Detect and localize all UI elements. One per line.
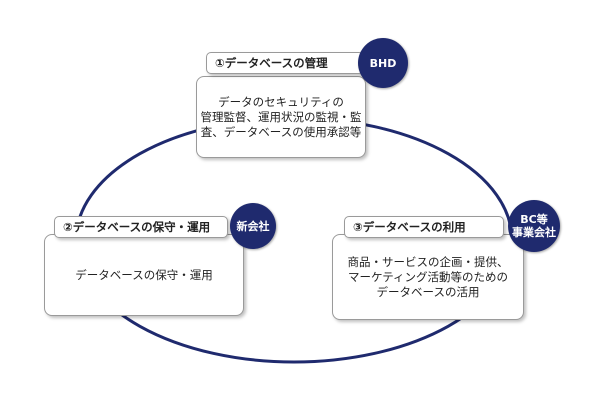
card-db-utilization-line-1: 商品・サービスの企画・提供、 — [347, 254, 509, 269]
card-db-utilization-title: ③データベースの利用 — [344, 216, 504, 238]
badge-bhd-label: BHD — [369, 56, 397, 70]
card-db-maintenance-title: ②データベースの保守・運用 — [54, 216, 228, 238]
badge-new-company-label: 新会社 — [236, 219, 270, 233]
badge-bc-line-2: 事業会社 — [512, 226, 556, 239]
card-db-utilization-line-3: データベースの活用 — [376, 284, 480, 299]
badge-bc-business-companies: BC等 事業会社 — [508, 200, 560, 252]
card-db-utilization-line-2: マーケティング活動等のための — [347, 269, 509, 284]
card-db-management-line-1: データのセキュリティの — [218, 94, 344, 109]
card-db-maintenance-line-1: データベースの保守・運用 — [75, 267, 213, 282]
card-db-management-body: データのセキュリティの 管理監督、運用状況の監視・監 査、データベースの使用承認… — [196, 76, 366, 158]
card-db-utilization-body: 商品・サービスの企画・提供、 マーケティング活動等のための データベースの活用 — [332, 234, 524, 320]
card-db-maintenance-body: データベースの保守・運用 — [44, 234, 244, 316]
card-db-management-line-3: 査、データベースの使用承認等 — [200, 124, 362, 139]
card-db-management-line-2: 管理監督、運用状況の監視・監 — [200, 109, 362, 124]
card-db-management-title: ①データベースの管理 — [206, 52, 364, 74]
badge-new-company: 新会社 — [230, 203, 276, 249]
badge-bc-line-1: BC等 — [520, 213, 548, 226]
badge-bhd: BHD — [358, 38, 408, 88]
